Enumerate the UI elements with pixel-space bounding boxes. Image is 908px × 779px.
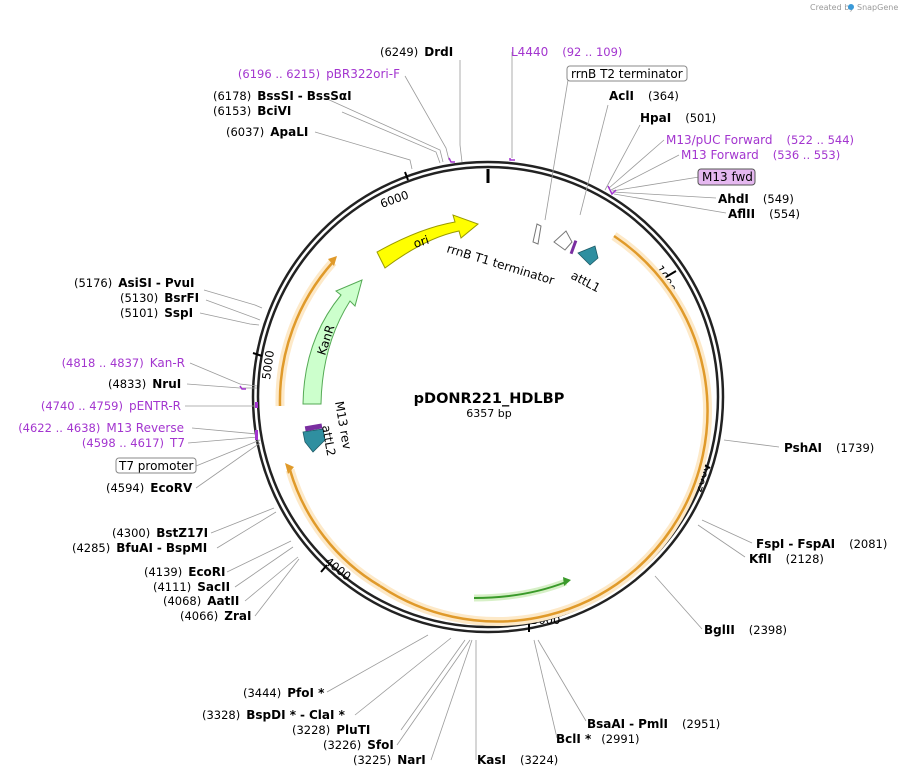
plasmid-size: 6357 bp	[466, 407, 511, 420]
label-acli: AclI(364)	[609, 89, 679, 103]
label-sspi: (5101)SspI	[120, 306, 193, 320]
label-ahdi: AhdI(549)	[718, 192, 794, 206]
label-afiii: AflII(554)	[728, 207, 800, 221]
label-bfuai: (4285)BfuAI-BspMI	[72, 541, 207, 555]
left-labels: (6196 .. 6215)pBR322ori-F (6178)BssSI-Bs…	[18, 67, 426, 767]
label-ecorv: (4594)EcoRV	[106, 481, 193, 495]
backbone-inner	[256, 165, 720, 629]
snapgene-logo-icon	[848, 4, 854, 10]
label-m13-forward: M13 Forward(536 .. 553)	[681, 148, 840, 162]
kanr-feature	[302, 279, 363, 405]
ori-label: ori	[412, 233, 431, 251]
label-ecori: (4139)EcoRI	[144, 565, 226, 579]
label-m13-reverse: (4622 .. 4638)M13 Reverse	[18, 421, 184, 435]
rrnb-t1-feature	[553, 230, 573, 251]
label-kan-r: (4818 .. 4837)Kan-R	[62, 356, 185, 370]
orf-green-arc	[473, 578, 568, 602]
t7-promoter-box	[115, 457, 197, 474]
label-bspdi: (3328)BspDI *-ClaI *	[202, 708, 346, 722]
m13-fwd-box	[697, 168, 756, 186]
label-nrui: (4833)NruI	[108, 377, 181, 391]
label-bcivi: (6153)BciVI	[213, 104, 291, 118]
attl2-feature	[302, 428, 326, 453]
label-pshai: PshAI(1739)	[784, 441, 874, 455]
attl1-feature	[577, 245, 599, 266]
label-bsssi: (6178)BssSI-BssSαI	[213, 89, 352, 103]
label-t7: (4598 .. 4617)T7	[82, 436, 185, 450]
plasmid-name: pDONR221_HDLBP	[414, 391, 565, 407]
label-sfoi: (3226)SfoI	[323, 738, 394, 752]
label-kasi: KasI(3224)	[477, 753, 558, 767]
label-aatii: (4068)AatII	[163, 594, 239, 608]
rrnb-t1-label: rrnB T1 terminator	[445, 241, 556, 287]
credit-brand: SnapGene	[857, 3, 898, 12]
label-m13-puc-forward: M13/pUC Forward(522 .. 544)	[666, 133, 854, 147]
ori-feature	[376, 214, 479, 269]
right-labels: AclI(364) HpaI(501) M13/pUC Forward(522 …	[477, 89, 887, 767]
tick-label: 5000	[259, 349, 277, 380]
label-kfli: KflI(2128)	[749, 552, 824, 566]
label-bcli: BclI *(2991)	[556, 732, 640, 746]
label-m13-fwd: M13 fwd	[702, 170, 753, 184]
backbone-outer	[251, 160, 725, 634]
attl1-label: attL1	[569, 268, 603, 295]
label-fspi: FspI-FspAI(2081)	[756, 537, 887, 551]
label-asisi: (5176)AsiSI-PvuI	[74, 276, 195, 290]
label-bsrfi: (5130)BsrFI	[120, 291, 199, 305]
orf-arcs	[275, 232, 712, 626]
m13rev-site	[304, 423, 323, 432]
label-pfoi: (3444)PfoI *	[243, 686, 325, 700]
label-t7-promoter: T7 promoter	[118, 459, 194, 473]
attl1-site	[569, 240, 578, 255]
rrnb-t2-box	[566, 65, 688, 82]
attl2-label: attL2	[319, 424, 338, 457]
rrnb-t2-feature	[532, 223, 542, 245]
tick-marks	[252, 171, 711, 632]
kanr-label: KanR	[315, 323, 338, 357]
label-bsaai: BsaAI-PmlI(2951)	[587, 717, 720, 731]
site-marks	[239, 157, 617, 440]
label-bglii: BglII(2398)	[704, 623, 787, 637]
orf-green-arc-line	[473, 581, 567, 599]
leader-lines	[185, 52, 780, 761]
label-l4440: L4440(92 .. 109)	[511, 45, 622, 59]
credit-label: Created by	[810, 3, 854, 12]
orf-green-arrow-icon	[563, 577, 571, 586]
label-apali: (6037)ApaLI	[226, 125, 308, 139]
label-pentr-r: (4740 .. 4759)pENTR-R	[41, 399, 181, 413]
label-zrai: (4066)ZraI	[180, 609, 251, 623]
label-pbr322ori-f: (6196 .. 6215)pBR322ori-F	[238, 67, 400, 81]
label-hpai: HpaI(501)	[640, 111, 716, 125]
label-sacii: (4111)SacII	[153, 580, 230, 594]
label-bstz17i: (4300)BstZ17I	[112, 526, 208, 540]
label-rrnb-t2: rrnB T2 terminator	[571, 67, 683, 81]
top-labels: (6249)DrdI L4440(92 .. 109) rrnB T2 term…	[380, 45, 688, 82]
label-nari: (3225)NarI	[353, 753, 426, 767]
label-drdi: (6249)DrdI	[380, 45, 453, 59]
label-pluti: (3228)PluTI	[292, 723, 370, 737]
